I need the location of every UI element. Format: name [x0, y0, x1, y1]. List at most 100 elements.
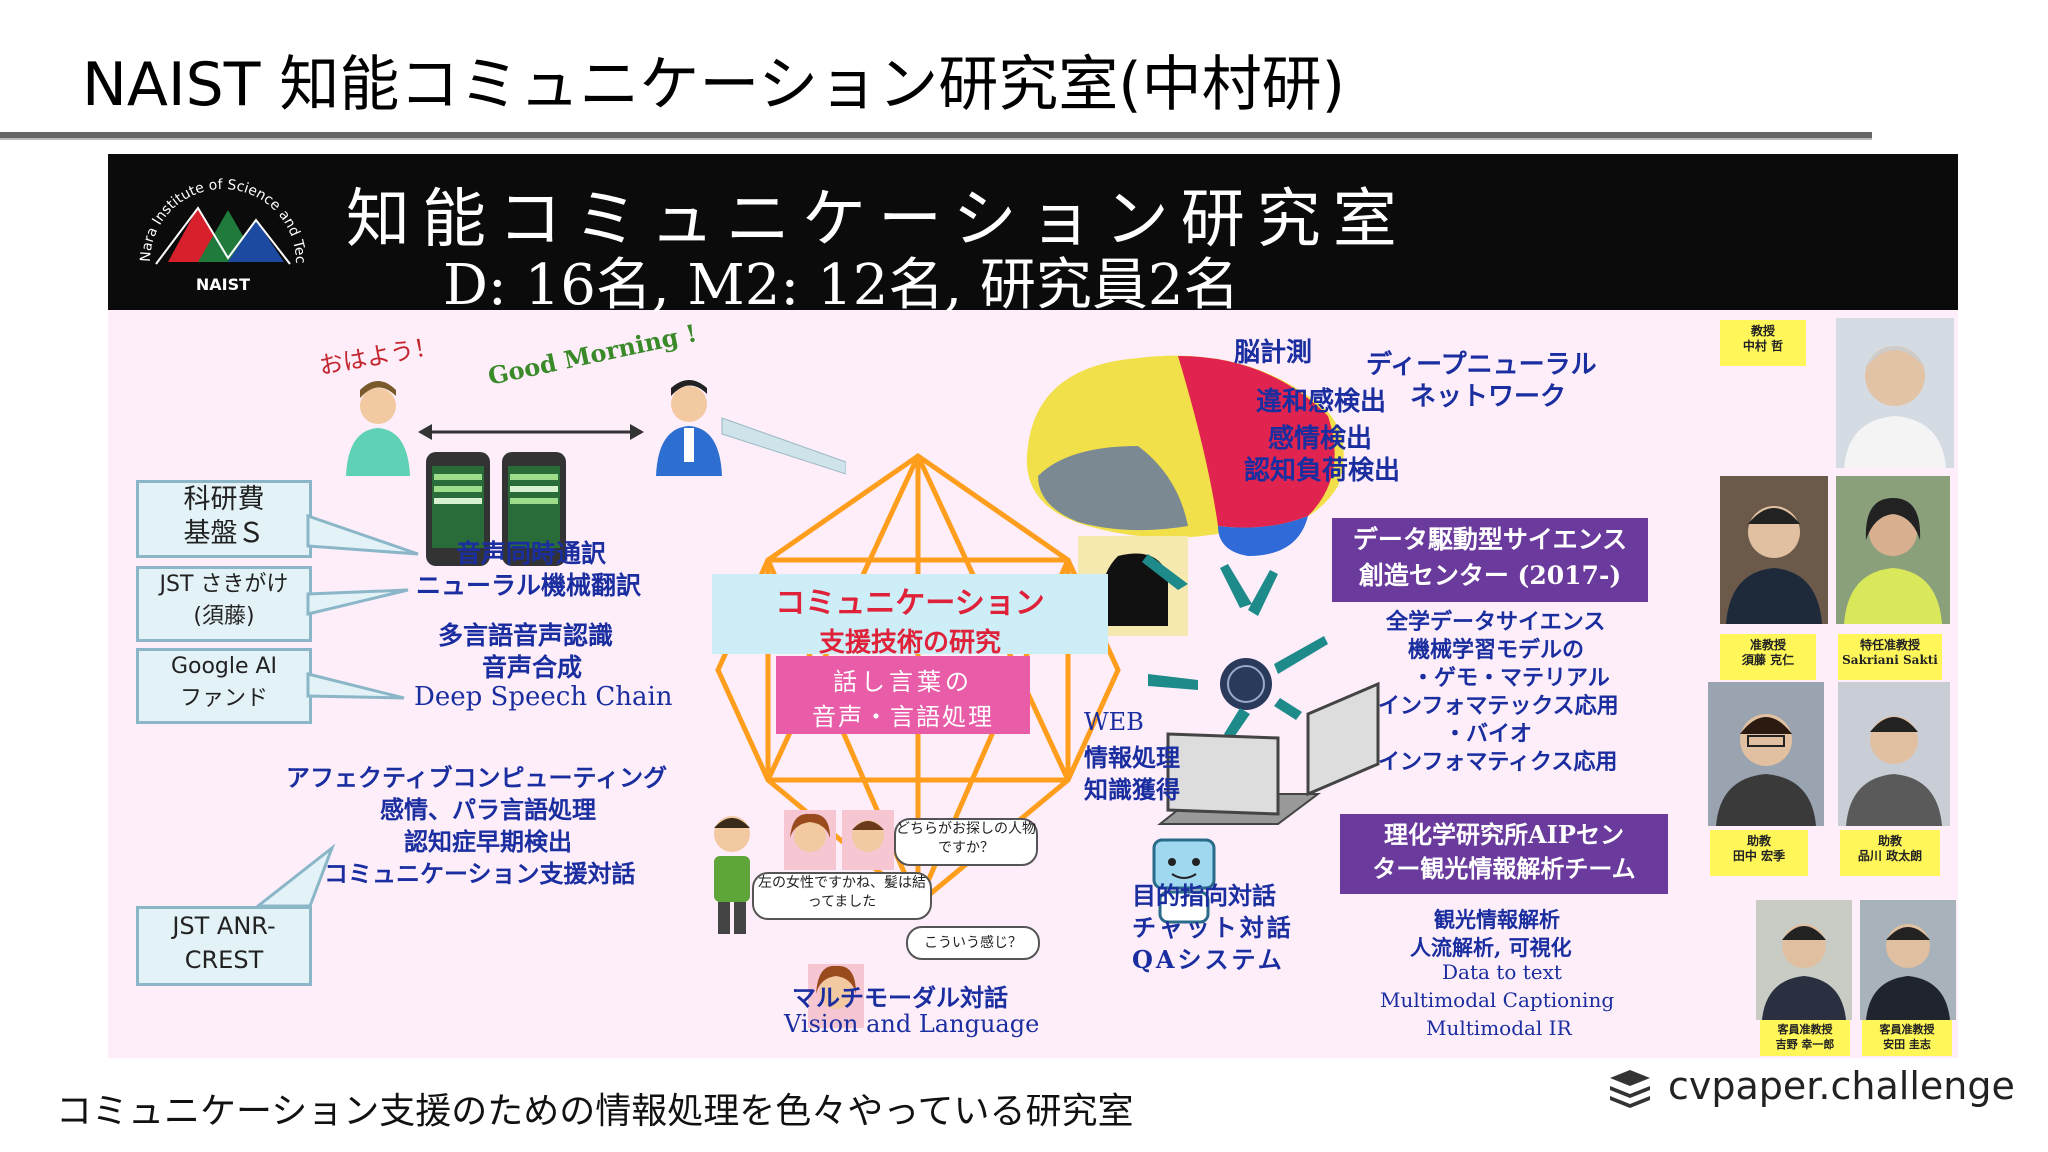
translation-phones-illustration	[346, 380, 846, 566]
multimodal-dialogue: マルチモーダル対話	[792, 983, 1008, 1012]
data-center-box: データ駆動型サイエンス 創造センター (2017-)	[1332, 518, 1648, 602]
faculty-role: 客員准教授	[1777, 1023, 1833, 1036]
web-knowledge-acquisition: 知識獲得	[1084, 775, 1180, 804]
funding-kakenhi: 科研費 基盤Ｓ	[136, 480, 312, 558]
riken-line5: Multimodal IR	[1426, 1016, 1572, 1040]
data-center-line6: インフォマティクス応用	[1378, 749, 1618, 775]
faculty-name: 品川 政太朗	[1857, 849, 1923, 863]
funding-kakenhi-line2: 基盤Ｓ	[183, 518, 265, 549]
affective-dementia: 認知症早期検出	[404, 827, 572, 856]
slide-caption: コミュニケーション支援のための情報処理を色々やっている研究室	[56, 1091, 1134, 1132]
brain-item-emotion: 感情検出	[1268, 424, 1373, 454]
data-center-box-line2: 創造センター (2017-)	[1358, 561, 1622, 590]
dialogue-qa: QAシステム	[1132, 945, 1285, 974]
web-label: WEB	[1084, 708, 1144, 736]
deep-nn-line2: ネットワーク	[1410, 382, 1567, 412]
data-center-box-line1: データ駆動型サイエンス	[1352, 525, 1628, 554]
faculty-role: 助教	[1877, 834, 1902, 848]
data-center-line4: インフォマテックス応用	[1378, 693, 1619, 719]
riken-line2: 人流解析, 可視化	[1410, 935, 1572, 960]
affective-computing: アフェクティブコンピューティング	[286, 763, 668, 792]
riken-line3: Data to text	[1442, 960, 1562, 984]
callout-pointers	[253, 513, 419, 908]
brain-item-cognitive-load: 認知負荷検出	[1244, 456, 1401, 486]
riken-box-line2: ター観光情報解析チーム	[1372, 854, 1636, 883]
naist-logo: Nara Institute of Science and Technology…	[128, 162, 308, 294]
dialogue-chat: チャット対話	[1132, 913, 1294, 942]
faculty-name: Sakriani Sakti	[1842, 653, 1938, 667]
faculty-role: 准教授	[1749, 638, 1786, 652]
brain-illustration	[1026, 355, 1344, 636]
faculty-name: 田中 宏季	[1732, 849, 1786, 863]
riken-box-line1: 理化学研究所AIPセン	[1384, 820, 1624, 849]
funding-google-line1: Google AI	[170, 654, 278, 679]
faculty-role: 助教	[1746, 834, 1771, 848]
data-center-line2: 機械学習モデルの	[1408, 637, 1585, 663]
faculty-name: 須藤 克仁	[1741, 653, 1795, 667]
speech-neural-mt: ニューラル機械翻訳	[416, 571, 642, 600]
slide-title: NAIST 知能コミュニケーション研究室(中村研)	[82, 50, 1346, 120]
brand-name: cvpaper.challenge	[1668, 1064, 2015, 1108]
faculty-tag-sudoh: 准教授 須藤 克仁	[1720, 634, 1816, 680]
bubble-which-person: どちらがお探しの人物ですか？	[894, 818, 1038, 866]
speech-multilingual-asr: 多言語音声認識	[438, 621, 614, 650]
speech-simultaneous-translation: 音声同時通訳	[456, 539, 607, 568]
riken-line4: Multimodal Captioning	[1380, 988, 1615, 1012]
faculty-photo-yasuda	[1860, 900, 1956, 1020]
faculty-photo-sudoh	[1720, 476, 1828, 624]
bubble-like-this: こういう感じ？	[906, 926, 1040, 960]
speech-synthesis: 音声合成	[482, 653, 583, 682]
faculty-name: 吉野 幸一郎	[1775, 1038, 1835, 1051]
data-center-line1: 全学データサイエンス	[1386, 609, 1606, 635]
faculty-photo-yoshino	[1756, 900, 1852, 1020]
faculty-tag-sakti: 特任准教授 Sakriani Sakti	[1838, 634, 1942, 680]
riken-line1: 観光情報解析	[1434, 907, 1560, 932]
banner-title: 知能コミュニケーション研究室	[346, 183, 1409, 257]
funding-crest-line2: CREST	[184, 946, 264, 974]
faculty-name: 中村 哲	[1742, 339, 1784, 353]
faculty-role: 客員准教授	[1879, 1023, 1935, 1036]
faculty-tag-yoshino: 客員准教授 吉野 幸一郎	[1760, 1020, 1850, 1056]
brain-item-discomfort: 違和感検出	[1256, 387, 1387, 417]
vision-and-language: Vision and Language	[784, 1010, 1040, 1038]
bubble-left-woman: 左の女性ですかね、髪は結ってました	[752, 872, 932, 920]
lab-overview-image: Nara Institute of Science and Technology…	[108, 154, 1958, 1058]
lab-banner: Nara Institute of Science and Technology…	[108, 154, 1958, 318]
banner-subtitle: D: 16名, M2: 12名, 研究員2名	[443, 253, 1240, 318]
center-sub-line1: 話し言葉の	[833, 668, 973, 696]
center-title-line1: コミュニケーション	[775, 586, 1045, 621]
brain-label: 脳計測	[1234, 338, 1313, 368]
logo-name: NAIST	[196, 275, 250, 294]
deep-nn-line1: ディープニューラル	[1366, 350, 1597, 380]
title-divider-shadow	[0, 138, 1872, 140]
riken-box: 理化学研究所AIPセン ター観光情報解析チーム	[1340, 814, 1668, 894]
faculty-photo-sakti	[1836, 476, 1950, 624]
faculty-photo-shinagawa	[1838, 682, 1950, 826]
speech-deep-speech-chain: Deep Speech Chain	[414, 682, 673, 712]
brand-logo-icon	[1606, 1068, 1654, 1112]
center-sub-box: 話し言葉の 音声・言語処理	[776, 656, 1030, 734]
funding-crest-line1: JST ANR-	[172, 912, 276, 940]
funding-sakigake-line1: JST さきがけ	[159, 572, 289, 597]
faculty-tag-nakamura: 教授 中村 哲	[1720, 320, 1806, 366]
faculty-role: 教授	[1750, 324, 1775, 338]
funding-sakigake-line2: (須藤)	[193, 604, 255, 629]
center-sub-line2: 音声・言語処理	[812, 703, 994, 731]
data-center-line3: ・ゲモ・マテリアル	[1412, 665, 1610, 691]
dialogue-goal-oriented: 目的指向対話	[1132, 881, 1276, 910]
funding-jst-sakigake: JST さきがけ (須藤)	[136, 566, 312, 642]
affective-paralinguistic: 感情、パラ言語処理	[380, 795, 596, 824]
funding-jst-crest: JST ANR- CREST	[136, 906, 312, 986]
center-title-box: コミュニケーション 支援技術の研究	[712, 574, 1108, 658]
affective-dialogue-support: コミュニケーション支援対話	[324, 859, 636, 888]
web-network-illustration	[1142, 554, 1380, 825]
funding-google-ai: Google AI ファンド	[136, 648, 312, 724]
center-title-line2: 支援技術の研究	[818, 628, 1001, 658]
faculty-photo-nakamura	[1836, 318, 1954, 468]
faculty-name: 安田 圭志	[1883, 1038, 1931, 1051]
funding-google-line2: ファンド	[179, 686, 268, 711]
faculty-photo-tanaka	[1708, 682, 1824, 826]
title-divider	[0, 132, 1872, 138]
web-info-processing: 情報処理	[1084, 743, 1180, 772]
faculty-tag-tanaka: 助教 田中 宏季	[1710, 830, 1808, 876]
